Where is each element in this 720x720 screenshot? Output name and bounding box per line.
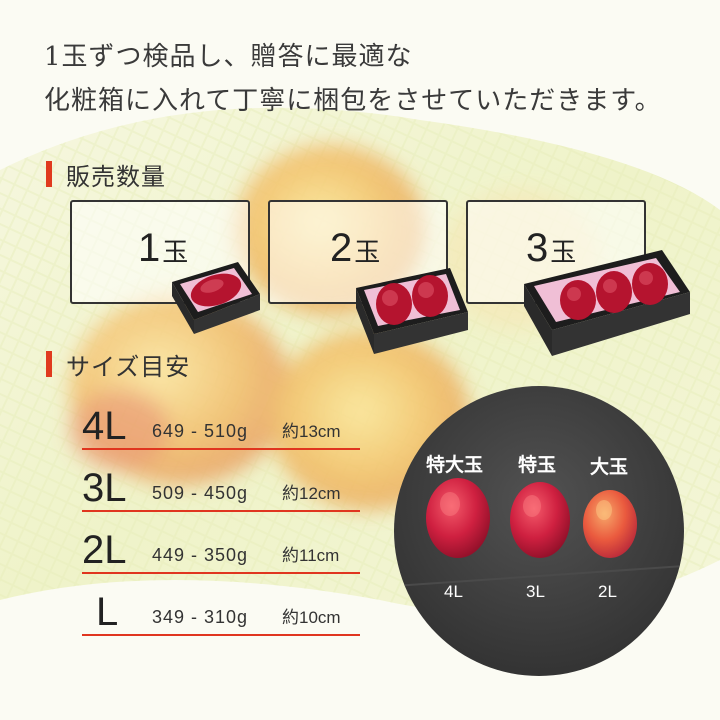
row-underline <box>82 448 360 450</box>
quantity-option-2-label: 2玉 <box>330 226 380 271</box>
comparison-label-2l: 大玉 <box>590 456 629 478</box>
diameter: 約10cm <box>282 608 341 627</box>
size-guide-heading: サイズ目安 <box>46 350 190 381</box>
size-row-4l: 4L 649 - 510g 約13cm <box>82 402 360 450</box>
heading-accent-bar <box>46 161 52 187</box>
mango-3l <box>510 482 570 558</box>
quantity-option-3-label: 3玉 <box>526 226 576 271</box>
diameter: 約12cm <box>282 484 341 503</box>
size-row-3l: 3L 509 - 450g 約12cm <box>82 464 360 512</box>
weight-range: 509 - 450g <box>152 483 249 503</box>
quantity-unit: 玉 <box>162 237 189 267</box>
mango-2l <box>583 490 637 558</box>
quantity-unit: 玉 <box>354 237 381 267</box>
mango-comparison-image <box>394 478 684 587</box>
size-comparison-photo: 特大玉 特玉 大玉 4L 3L 2L <box>394 386 684 676</box>
heading-accent-bar <box>46 351 52 377</box>
size-label: 3L <box>82 466 127 510</box>
weight-range: 649 - 510g <box>152 421 249 441</box>
size-label: 4L <box>82 404 127 448</box>
row-underline <box>82 634 360 636</box>
quantity-number: 1 <box>138 226 161 270</box>
comparison-size-3l: 3L <box>526 582 545 601</box>
quantity-number: 2 <box>330 226 353 270</box>
quantity-option-1-label: 1玉 <box>138 226 188 271</box>
gift-box-1-image <box>172 262 260 334</box>
intro-line-1: 1玉ずつ検品し、贈答に最適な <box>44 42 413 72</box>
comparison-size-4l: 4L <box>444 582 463 601</box>
weight-range: 449 - 350g <box>152 545 249 565</box>
comparison-label-4l: 特大玉 <box>426 454 484 476</box>
quantity-unit: 玉 <box>550 237 577 267</box>
gift-box-2-image <box>356 268 468 354</box>
size-guide-heading-text: サイズ目安 <box>66 352 191 381</box>
row-underline <box>82 510 360 512</box>
sales-quantity-heading: 販売数量 <box>46 160 166 191</box>
row-underline <box>82 572 360 574</box>
gift-box-3-image <box>524 250 690 356</box>
intro-line-2: 化粧箱に入れて丁寧に梱包をさせていただきます。 <box>44 86 662 116</box>
quantity-number: 3 <box>526 226 549 270</box>
comparison-label-3l: 特玉 <box>518 454 557 476</box>
sales-quantity-heading-text: 販売数量 <box>66 162 166 191</box>
diameter: 約11cm <box>282 546 340 565</box>
diameter: 約13cm <box>282 422 341 441</box>
size-row-l: L 349 - 310g 約10cm <box>82 588 360 636</box>
weight-range: 349 - 310g <box>152 607 249 627</box>
mango-4l <box>426 478 490 558</box>
size-label: 2L <box>82 528 127 572</box>
size-row-2l: 2L 449 - 350g 約11cm <box>82 526 360 574</box>
size-label: L <box>96 590 119 634</box>
comparison-size-2l: 2L <box>598 582 617 601</box>
